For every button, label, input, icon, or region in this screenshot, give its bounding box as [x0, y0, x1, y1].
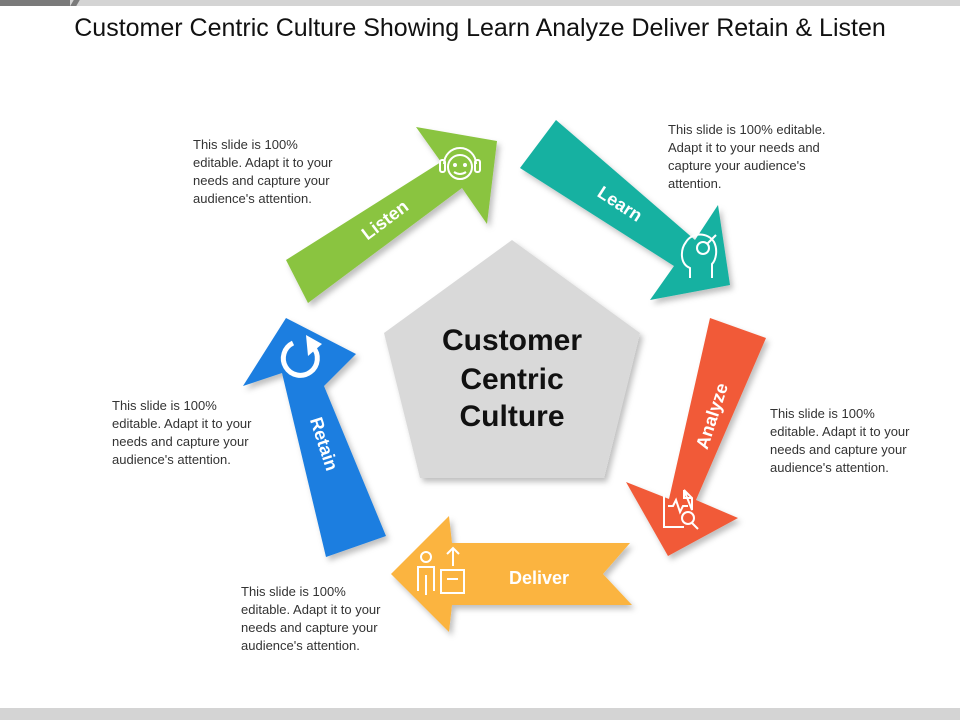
center-line-1: Customer: [442, 324, 582, 357]
refresh-icon: [280, 335, 322, 378]
retain-description: This slide is 100% editable. Adapt it to…: [112, 398, 252, 467]
top-accent-dark: [0, 0, 70, 6]
person-package-icon: [417, 546, 465, 595]
slide-title: Customer Centric Culture Showing Learn A…: [74, 14, 886, 42]
learn-description: This slide is 100% editable. Adapt it to…: [668, 122, 826, 191]
head-brain-icon: [680, 233, 718, 278]
headset-person-icon: [439, 147, 481, 180]
analyze-arrow: [626, 318, 766, 556]
deliver-label: Deliver: [509, 568, 569, 588]
deliver-arrow: [391, 516, 632, 632]
center-line-3: Culture: [460, 400, 565, 433]
top-accent-bar: [0, 0, 960, 6]
center-line-2: Centric: [460, 363, 563, 396]
learn-arrow: [520, 120, 730, 300]
listen-description: This slide is 100% editable. Adapt it to…: [193, 137, 333, 206]
analyze-description: This slide is 100% editable. Adapt it to…: [770, 406, 910, 475]
deliver-description: This slide is 100% editable. Adapt it to…: [241, 584, 381, 653]
document-search-icon: [663, 489, 699, 530]
retain-arrow: [243, 318, 386, 557]
bottom-accent-bar: [0, 708, 960, 720]
center-pentagon: [384, 240, 640, 478]
